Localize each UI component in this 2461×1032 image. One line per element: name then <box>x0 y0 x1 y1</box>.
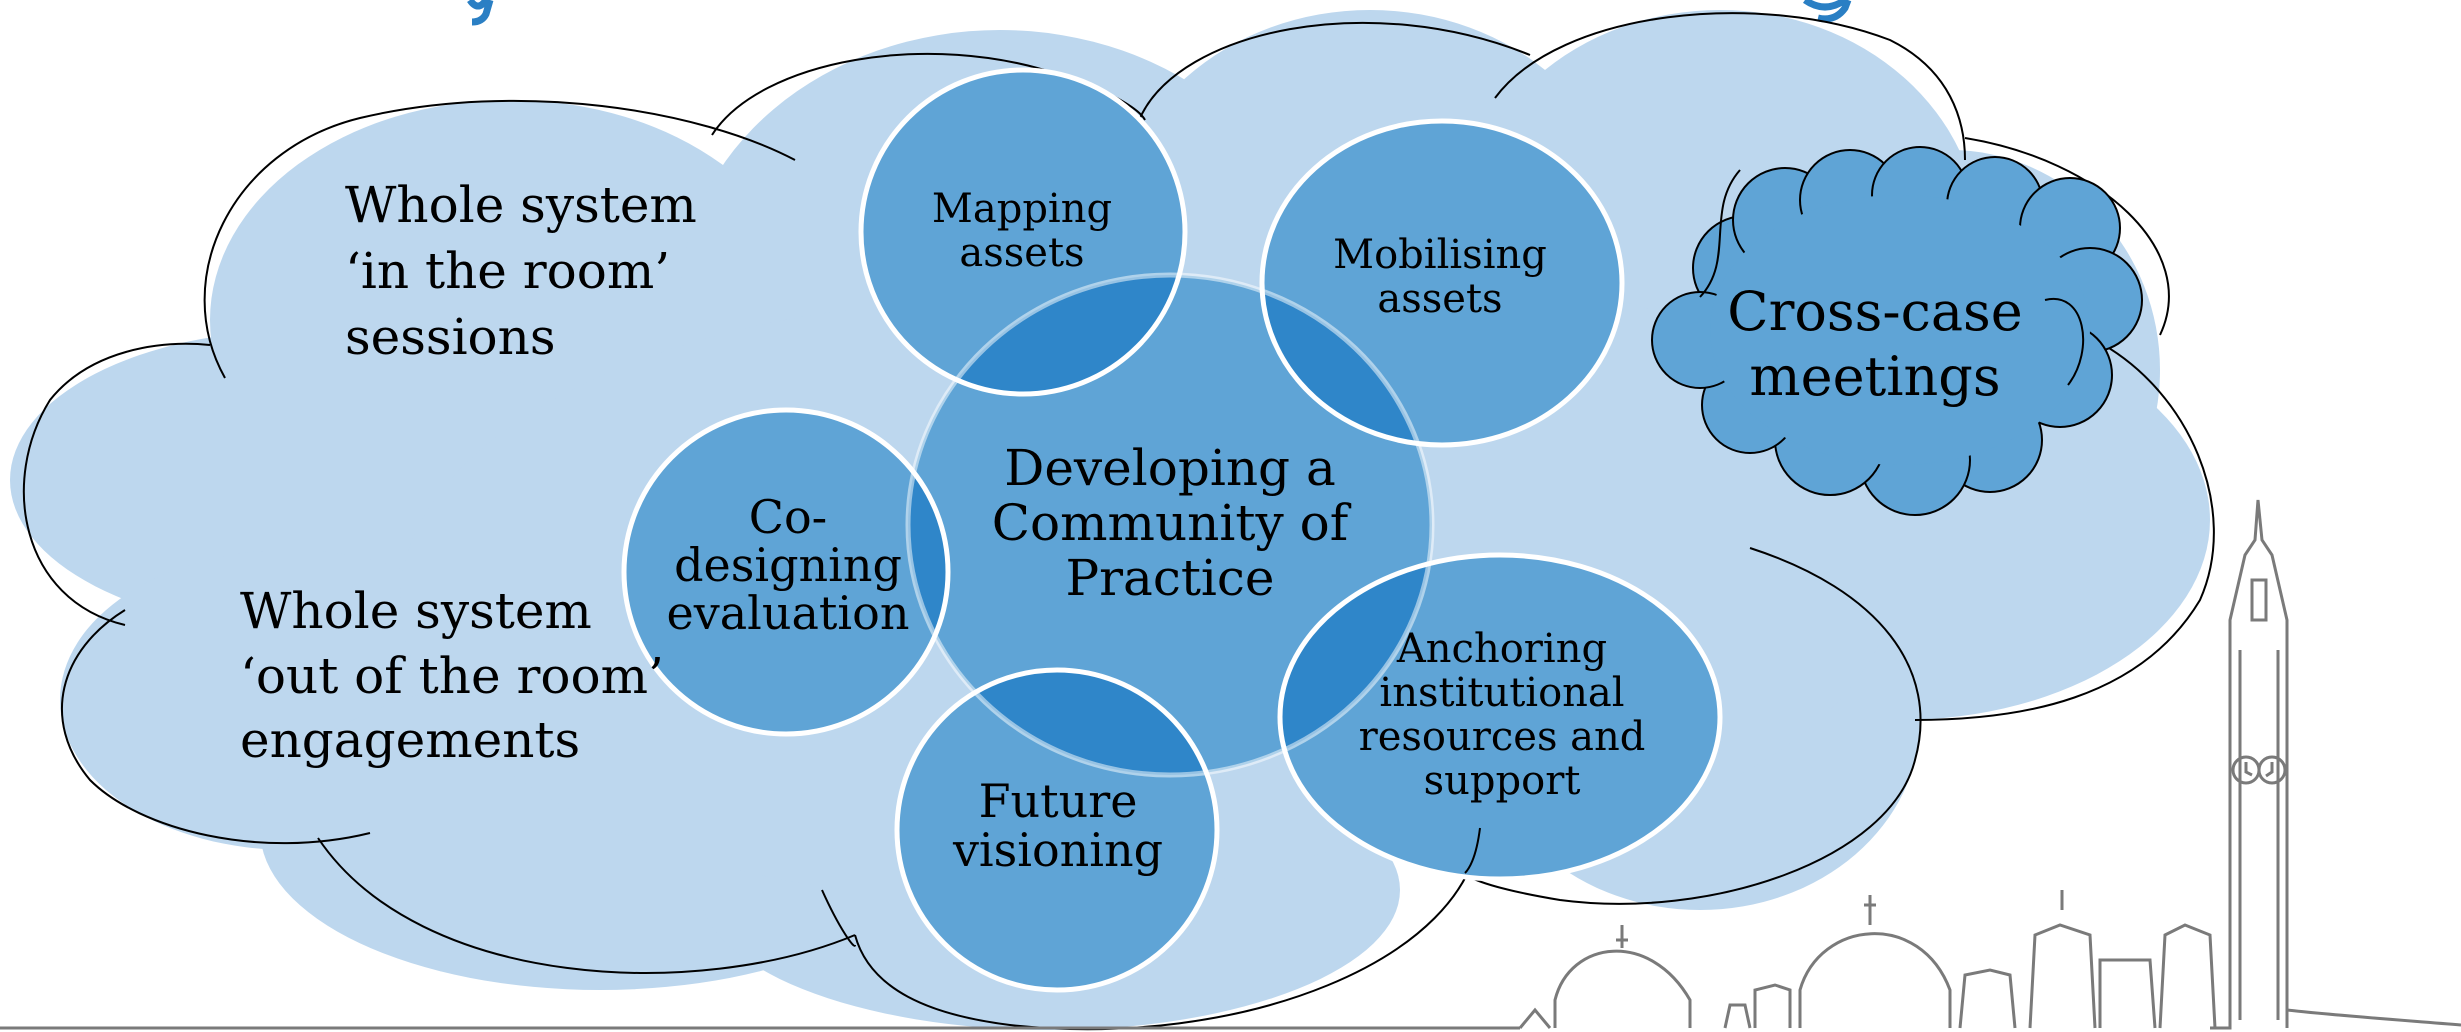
label-whole-system-in-room: Whole system ‘in the room’ sessions <box>345 176 697 366</box>
circle-outlines <box>621 67 1723 993</box>
label-whole-system-out-of-room: Whole system ‘out of the room’ engagemen… <box>240 582 664 769</box>
out-room-line-2: ‘out of the room’ <box>240 647 664 705</box>
skyline-icon <box>0 499 2461 1030</box>
future-line-2: visioning <box>952 823 1163 877</box>
label-codesigning: Co- designing evaluation <box>667 490 910 640</box>
center-line-1: Developing a <box>1004 439 1336 497</box>
center-line-3: Practice <box>1065 549 1274 607</box>
anchoring-line-2: institutional <box>1379 670 1624 716</box>
codesigning-line-2: designing <box>674 538 902 592</box>
anchoring-line-4: support <box>1424 758 1581 804</box>
label-future: Future visioning <box>952 774 1163 877</box>
mobilising-line-2: assets <box>1377 276 1502 322</box>
mapping-line-1: Mapping <box>932 186 1112 232</box>
mobilising-line-1: Mobilising <box>1333 232 1547 278</box>
cross-case-line-2: meetings <box>1749 345 2000 408</box>
label-mobilising: Mobilising assets <box>1333 232 1547 322</box>
in-room-line-3: sessions <box>345 308 556 366</box>
circle-codesigning <box>624 410 948 734</box>
label-mapping: Mapping assets <box>932 186 1112 276</box>
codesigning-line-1: Co- <box>749 490 827 544</box>
codesigning-line-3: evaluation <box>667 586 910 640</box>
label-cross-case: Cross-case meetings <box>1727 280 2022 408</box>
label-center: Developing a Community of Practice <box>992 439 1352 607</box>
anchoring-line-1: Anchoring <box>1396 626 1607 672</box>
label-anchoring: Anchoring institutional resources and su… <box>1359 626 1646 804</box>
in-room-line-2: ‘in the room’ <box>345 242 670 300</box>
out-room-line-3: engagements <box>240 711 580 769</box>
out-room-line-1: Whole system <box>240 582 592 640</box>
center-line-2: Community of <box>992 494 1352 552</box>
cropped-title-remnant <box>467 0 1852 26</box>
future-line-1: Future <box>979 774 1138 828</box>
cross-case-cloud <box>1651 146 2143 516</box>
mapping-line-2: assets <box>959 230 1084 276</box>
cross-case-line-1: Cross-case <box>1727 280 2022 343</box>
in-room-line-1: Whole system <box>345 176 697 234</box>
anchoring-line-3: resources and <box>1359 714 1646 760</box>
